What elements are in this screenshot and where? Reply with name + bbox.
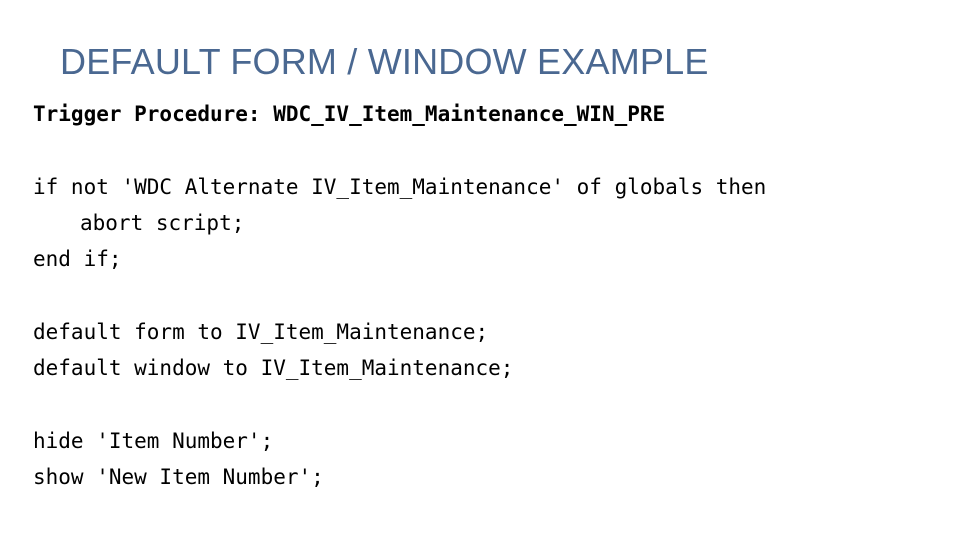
- code-line-trigger-procedure: Trigger Procedure: WDC_IV_Item_Maintenan…: [33, 102, 666, 126]
- code-line-default-window: default window to IV_Item_Maintenance;: [33, 356, 514, 381]
- code-line-abort-script: abort script;: [80, 210, 245, 235]
- code-line-if-not: if not 'WDC Alternate IV_Item_Maintenanc…: [33, 174, 767, 199]
- code-line-hide-item-number: hide 'Item Number';: [33, 428, 274, 453]
- code-line-show-new-item-number: show 'New Item Number';: [33, 464, 324, 489]
- code-block: Trigger Procedure: WDC_IV_Item_Maintenan…: [33, 96, 766, 495]
- slide-title: DEFAULT FORM / WINDOW EXAMPLE: [60, 41, 709, 82]
- code-line-blank: [33, 132, 766, 168]
- code-line-default-form: default form to IV_Item_Maintenance;: [33, 319, 489, 344]
- code-line-end-if: end if;: [33, 247, 122, 272]
- code-line-blank: [33, 277, 766, 313]
- code-line-blank: [33, 386, 766, 422]
